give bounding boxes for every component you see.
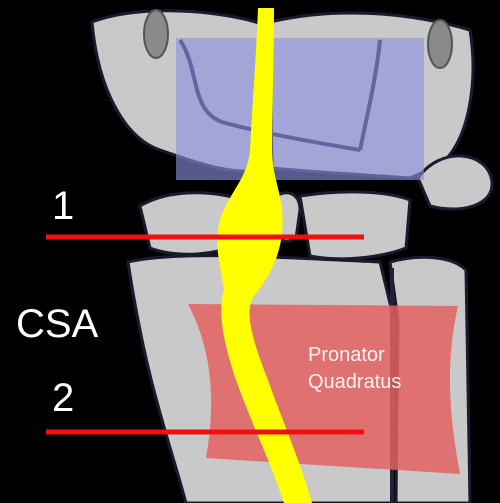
triquetrum-bone — [300, 192, 410, 259]
bone-oval-right — [428, 20, 452, 68]
line-1-label: 1 — [52, 184, 74, 229]
muscle-label-line-2: Quadratus — [308, 370, 401, 395]
muscle-label-line-1: Pronator — [308, 343, 385, 368]
csa-label: CSA — [16, 302, 98, 347]
bone-oval-left — [144, 10, 168, 58]
carpal-region-overlay — [176, 38, 424, 180]
line-2-label: 2 — [52, 376, 74, 421]
